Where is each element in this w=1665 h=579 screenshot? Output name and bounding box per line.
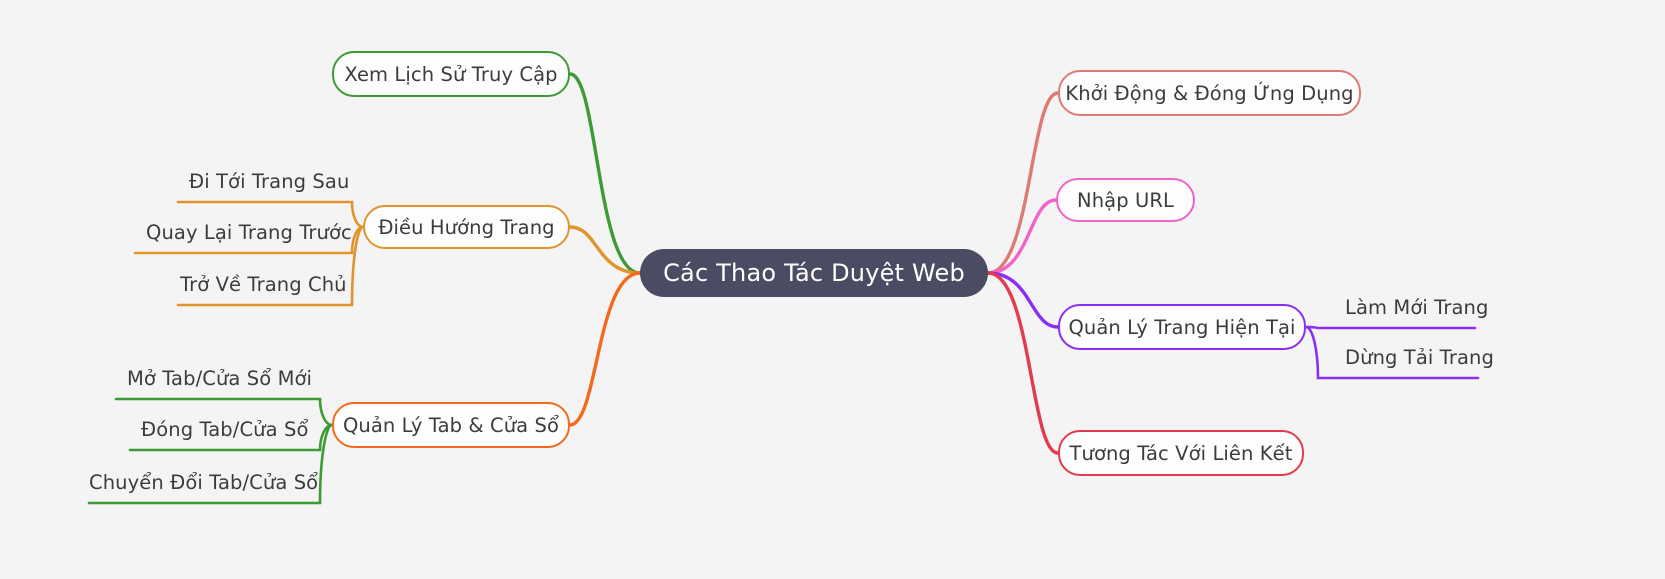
leaf-label-chuyen-doi-tab-cua-so[interactable]: Chuyển Đổi Tab/Cửa Sổ xyxy=(89,471,319,494)
branch-link-quan-ly-trang-hien-tai xyxy=(986,271,1060,329)
branch-node-tuong-tac-voi-lien-ket[interactable]: Tương Tác Với Liên Kết xyxy=(1058,430,1304,476)
branch-node-label: Nhập URL xyxy=(1077,188,1174,212)
branch-node-label: Xem Lịch Sử Truy Cập xyxy=(344,62,558,86)
leaf-label-dong-tab-cua-so[interactable]: Đóng Tab/Cửa Sổ xyxy=(141,418,309,441)
central-node[interactable]: Các Thao Tác Duyệt Web xyxy=(640,249,988,297)
branch-link-xem-lich-su-truy-cap xyxy=(568,72,642,275)
branch-node-dieu-huong-trang[interactable]: Điều Hướng Trang xyxy=(363,205,570,249)
leaf-label-lam-moi-trang[interactable]: Làm Mới Trang xyxy=(1345,296,1489,319)
leaf-label-dung-tai-trang[interactable]: Dừng Tải Trang xyxy=(1345,346,1494,369)
branch-node-nhap-url[interactable]: Nhập URL xyxy=(1056,178,1195,222)
leaf-label-quay-lai-trang-truoc[interactable]: Quay Lại Trang Trước xyxy=(146,221,352,244)
subbranch-link-lam-moi-trang xyxy=(1304,325,1477,330)
branch-node-label: Khởi Động & Đóng Ứng Dụng xyxy=(1065,81,1354,105)
branch-node-label: Điều Hướng Trang xyxy=(378,215,555,239)
branch-link-khoi-dong-dong-ung-dung xyxy=(986,91,1060,275)
branch-link-dieu-huong-trang xyxy=(568,225,642,275)
branch-node-xem-lich-su-truy-cap[interactable]: Xem Lịch Sử Truy Cập xyxy=(332,51,570,97)
branch-node-label: Tương Tác Với Liên Kết xyxy=(1069,441,1293,465)
branch-node-quan-ly-trang-hien-tai[interactable]: Quản Lý Trang Hiện Tại xyxy=(1058,304,1306,350)
leaf-label-di-toi-trang-sau[interactable]: Đi Tới Trang Sau xyxy=(189,170,350,193)
central-node-label: Các Thao Tác Duyệt Web xyxy=(663,259,965,287)
branch-link-nhap-url xyxy=(986,198,1058,275)
leaf-label-tro-ve-trang-chu[interactable]: Trở Về Trang Chủ xyxy=(180,273,347,296)
branch-link-tuong-tac-voi-lien-ket xyxy=(986,271,1060,455)
branch-node-label: Quản Lý Tab & Cửa Sổ xyxy=(342,413,560,437)
branch-node-quan-ly-tab-cua-so[interactable]: Quản Lý Tab & Cửa Sổ xyxy=(332,402,570,448)
branch-node-label: Quản Lý Trang Hiện Tại xyxy=(1068,315,1296,339)
leaf-label-mo-tab-cua-so-moi[interactable]: Mở Tab/Cửa Sổ Mới xyxy=(127,367,313,390)
branch-node-khoi-dong-dong-ung-dung[interactable]: Khởi Động & Đóng Ứng Dụng xyxy=(1058,70,1361,116)
branch-link-quan-ly-tab-cua-so xyxy=(568,271,642,427)
